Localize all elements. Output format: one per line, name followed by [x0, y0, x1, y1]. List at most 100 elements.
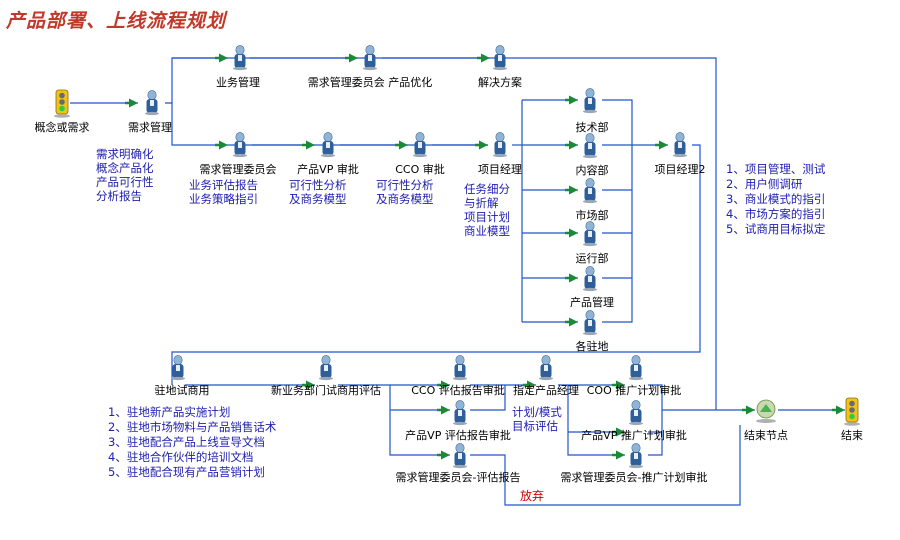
pm2-note-line: 5、试商用目标拟定 [726, 222, 826, 236]
arrow-icon [527, 380, 536, 390]
tech-person-icon [583, 88, 597, 114]
n_vp_promo-label: 产品VP 推广计划审批 [581, 429, 687, 442]
connector-line [567, 385, 625, 456]
cco-note-line: 及商务模型 [376, 192, 434, 206]
arrow-icon [569, 140, 578, 150]
coo-person-icon [629, 355, 643, 381]
arrow-icon [219, 53, 228, 63]
connector-line [648, 384, 755, 411]
start-traffic-light-icon [54, 89, 70, 118]
trial-note-line: 1、驻地新产品实施计划 [108, 405, 231, 419]
end-node-icon [756, 399, 776, 423]
trial-note-line: 5、驻地配合现有产品营销计划 [108, 465, 265, 479]
n_end-label: 结束 [841, 429, 863, 442]
pm2-note-line: 4、市场方案的指引 [726, 207, 826, 221]
arrow-icon [616, 427, 625, 437]
dept-right-bus [602, 99, 633, 323]
pm-note-line: 商业模型 [464, 224, 510, 238]
n_pm2-label: 项目经理2 [654, 163, 706, 176]
arrow-icon [481, 53, 490, 63]
pm2-note-line: 2、用户侧调研 [726, 177, 803, 191]
arrow-icon [659, 140, 668, 150]
cco-review-person-icon [413, 132, 427, 158]
n_committee-label: 需求管理委员会 [199, 163, 277, 176]
pm-note-line: 任务细分 [464, 182, 510, 196]
cco-eval-person-icon [453, 355, 467, 381]
n_end_node-label: 结束节点 [744, 429, 788, 442]
comm-promo-person-icon [629, 443, 643, 469]
arrow-icon [399, 140, 408, 150]
n_biz_mgmt-label: 业务管理 [216, 76, 260, 89]
n_vp_review-label: 产品VP 审批 [297, 163, 359, 176]
pm-note-line: 与折解 [464, 196, 499, 210]
committee-note-line: 业务策略指引 [189, 192, 258, 206]
arrow-icon [441, 380, 450, 390]
n_comm_promo-label: 需求管理委员会-推广计划审批 [560, 471, 708, 484]
n_cco_eval-label: CCO 评估报告审批 [411, 384, 505, 397]
pm2-note-line: 3、商业模式的指引 [726, 192, 826, 206]
branches-person-icon [583, 310, 597, 336]
start-label: 概念或需求 [34, 121, 90, 134]
n_cco_review-label: CCO 审批 [395, 163, 445, 176]
arrow-icon [616, 450, 625, 460]
connector-line [470, 385, 506, 411]
trial-note-line: 4、驻地合作伙伴的培训文档 [108, 450, 254, 464]
comm-eval-person-icon [453, 443, 467, 469]
trial-note-line: 2、驻地市场物料与产品销售话术 [108, 420, 277, 434]
n_branches-label: 各驻地 [575, 340, 609, 353]
arrow-icon [569, 317, 578, 327]
vp-review-person-icon [321, 132, 335, 158]
vp-eval-person-icon [453, 400, 467, 426]
n_content-label: 内容部 [575, 164, 609, 177]
page-title: 产品部署、上线流程规划 [6, 10, 227, 32]
n_coo-label: COO 推广计划审批 [586, 384, 682, 397]
arrow-icon [349, 53, 358, 63]
arrow-icon [479, 140, 488, 150]
arrow-icon [441, 405, 450, 415]
arrow-icon [616, 380, 625, 390]
connector-line [648, 432, 663, 456]
arrow-icon [569, 185, 578, 195]
pm2-person-icon [673, 132, 687, 158]
req-mgmt-person-icon [145, 90, 159, 116]
abandon-label: 放弃 [520, 489, 545, 503]
n_prod_mgmt-label: 产品管理 [570, 296, 614, 309]
pm2-note-line: 1、项目管理、测试 [726, 162, 826, 176]
ops-person-icon [583, 221, 597, 247]
pm-person-icon [493, 132, 507, 158]
n_ops-label: 运行部 [575, 252, 609, 265]
newbiz-person-icon [319, 355, 333, 381]
connector-line [338, 384, 450, 456]
n_comm_eval-label: 需求管理委员会-评估报告 [395, 471, 521, 484]
vp-note-line: 及商务模型 [289, 192, 347, 206]
arrow-icon [569, 228, 578, 238]
committee-note-line: 业务评估报告 [189, 178, 258, 192]
trial-person-icon [171, 355, 185, 381]
vp-promo-person-icon [629, 400, 643, 426]
end-traffic-light-icon [844, 397, 860, 426]
req-note-line: 需求明确化 [96, 147, 154, 161]
n_vp_eval-label: 产品VP 评估报告审批 [405, 429, 511, 442]
return-line [171, 144, 701, 385]
model-note-line: 目标评估 [512, 419, 558, 433]
cco-note-line: 可行性分析 [376, 178, 434, 192]
n_solution-label: 解决方案 [478, 76, 522, 89]
n_tech-label: 技术部 [575, 121, 609, 134]
n_set_pm-label: 指定产品经理 [513, 384, 579, 397]
n_market-label: 市场部 [575, 209, 609, 222]
arrow-icon [746, 405, 755, 415]
n_newbiz-label: 新业务部门试商用评估 [271, 384, 381, 397]
arrow-icon [306, 380, 315, 390]
committee-opt-person-icon [363, 45, 377, 71]
arrow-icon [441, 450, 450, 460]
prod-mgmt-person-icon [583, 266, 597, 292]
vp-note-line: 可行性分析 [289, 178, 347, 192]
abandon-line [470, 425, 741, 506]
n_pm-label: 项目经理 [478, 163, 522, 176]
arrow-icon [219, 140, 228, 150]
req-note-line: 产品可行性 [96, 175, 154, 189]
model-note-line: 计划/模式 [512, 405, 562, 419]
req-note-line: 概念产品化 [96, 161, 154, 175]
arrow-icon [569, 95, 578, 105]
